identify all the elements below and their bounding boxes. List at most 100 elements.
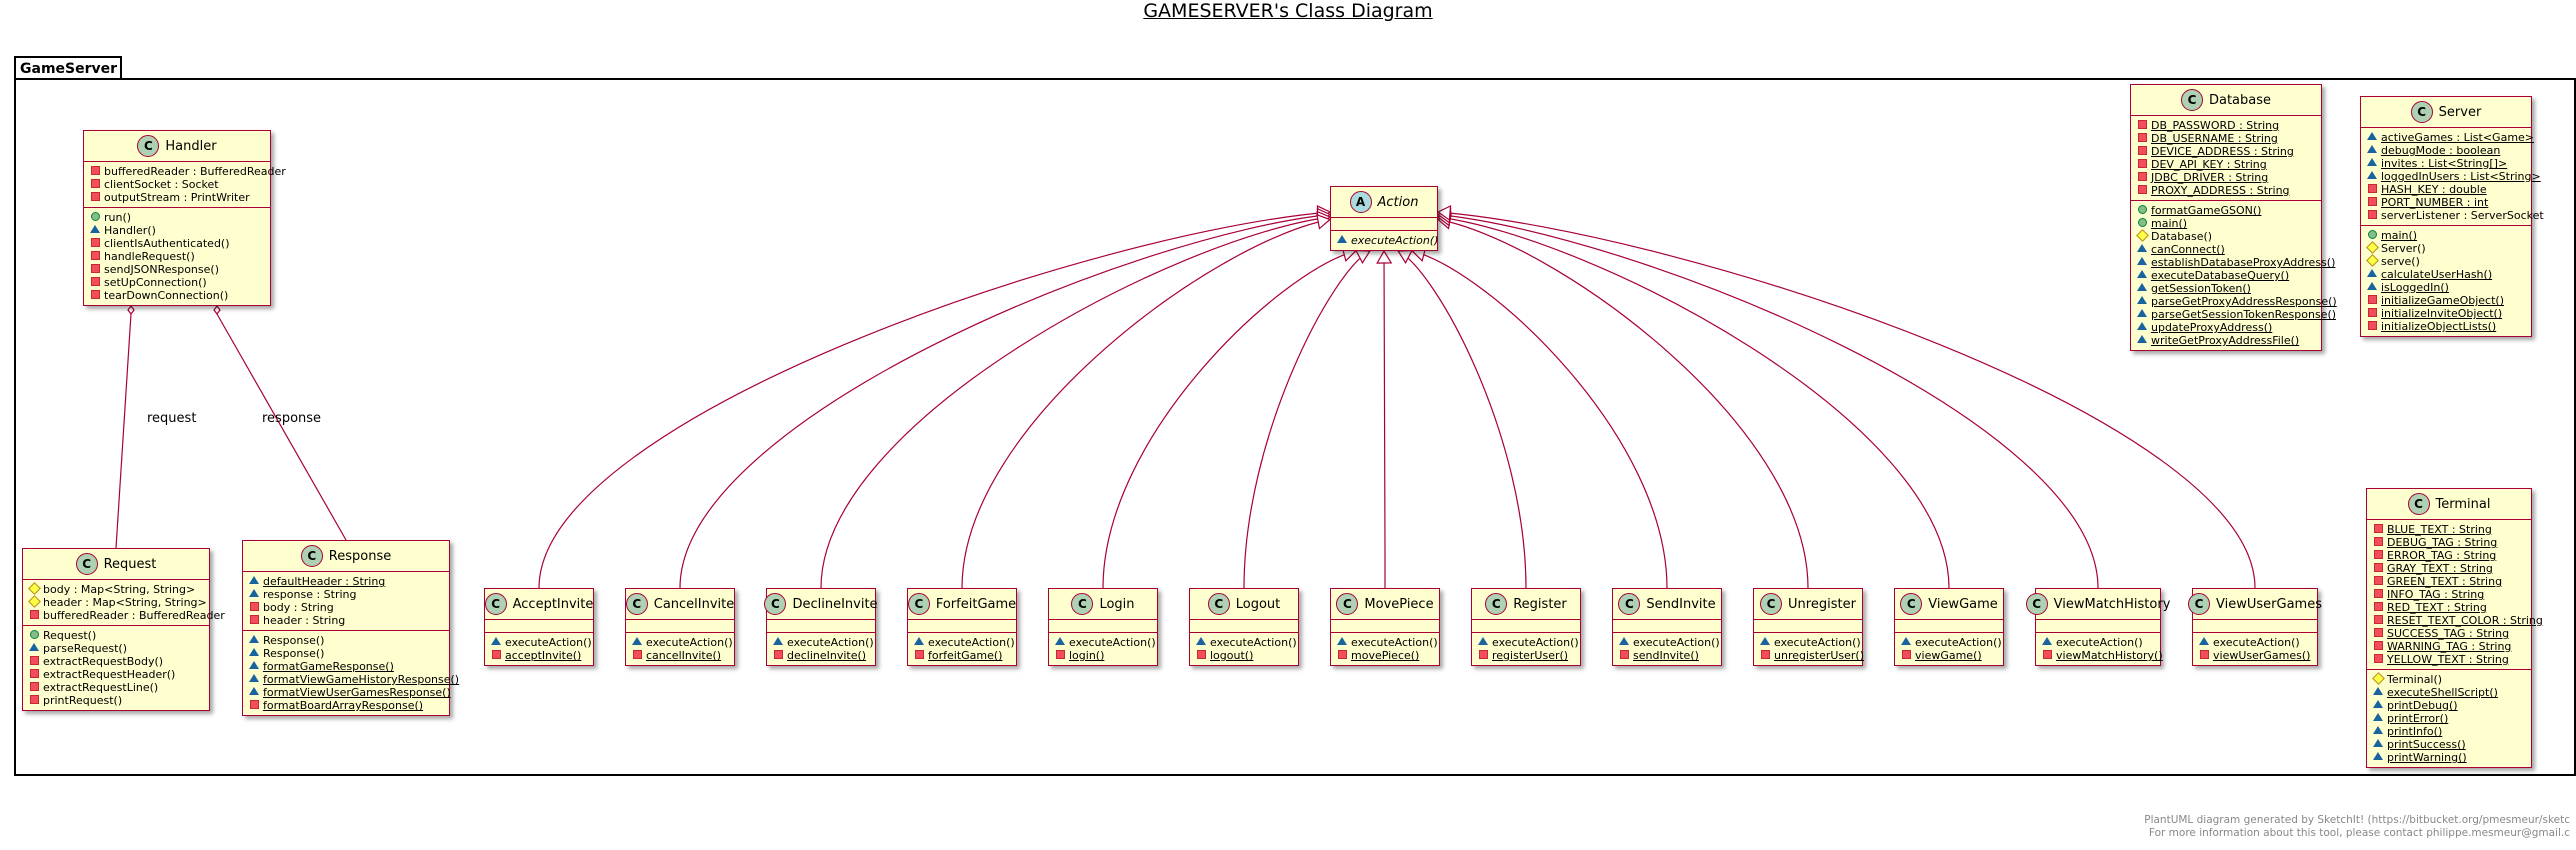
- class-name: SendInvite: [1646, 596, 1716, 612]
- private-visibility-icon: [2366, 184, 2378, 196]
- package-visibility-icon: [490, 637, 502, 648]
- package-visibility-icon: [248, 576, 260, 587]
- method-text: isLoggedIn(): [2381, 281, 2449, 294]
- method-text: executeDatabaseQuery(): [2151, 269, 2290, 282]
- method-row: executeDatabaseQuery(): [2136, 269, 2316, 282]
- field-text: activeGames : List<Game>: [2381, 131, 2535, 144]
- field-text: BLUE_TEXT : String: [2387, 523, 2492, 536]
- method-row: Response(): [248, 634, 444, 647]
- package-visibility-icon: [2136, 257, 2148, 268]
- package-visibility-icon: [2372, 687, 2384, 698]
- package-visibility-icon: [2136, 296, 2148, 307]
- private-visibility-icon: [2198, 650, 2210, 662]
- method-row: Terminal(): [2372, 673, 2526, 686]
- method-row: extractRequestLine(): [28, 681, 204, 694]
- method-text: Database(): [2151, 230, 2213, 243]
- field-text: DEBUG_TAG : String: [2387, 536, 2498, 549]
- inheritance-arrowhead: [1376, 249, 1393, 264]
- method-text: main(): [2151, 217, 2188, 230]
- field-row: header : Map<String, String>: [28, 596, 207, 609]
- inheritance-line: [1383, 250, 1386, 589]
- field-row: defaultHeader : String: [248, 575, 444, 588]
- package-visibility-icon: [1618, 637, 1630, 648]
- private-visibility-icon: [28, 669, 40, 681]
- field-text: response : String: [263, 588, 357, 601]
- method-row: forfeitGame(): [913, 649, 1011, 662]
- methods-section: executeAction()cancelInvite(): [626, 633, 734, 665]
- method-row: isLoggedIn(): [2366, 281, 2526, 294]
- package-visibility-icon: [913, 637, 925, 648]
- fields-section: [1331, 620, 1439, 633]
- fields-section: [1754, 620, 1862, 633]
- method-row: formatBoardArrayResponse(): [248, 699, 444, 712]
- class-icon: C: [2025, 593, 2048, 615]
- method-text: printInfo(): [2387, 725, 2443, 738]
- fields-section: [1472, 620, 1580, 633]
- method-row: serve(): [2366, 255, 2526, 268]
- private-visibility-icon: [2372, 563, 2384, 575]
- method-row: movePiece(): [1336, 649, 1434, 662]
- package-visibility-icon: [248, 635, 260, 646]
- package-visibility-icon: [2198, 637, 2210, 648]
- private-visibility-icon: [89, 251, 101, 263]
- method-text: Terminal(): [2387, 673, 2443, 686]
- class-icon: C: [137, 135, 160, 157]
- method-text: viewMatchHistory(): [2056, 649, 2163, 662]
- private-visibility-icon: [1618, 650, 1630, 662]
- method-text: forfeitGame(): [928, 649, 1003, 662]
- field-text: serverListener : ServerSocket: [2381, 209, 2544, 222]
- inheritance-arrowhead: [1436, 205, 1452, 222]
- field-row: SUCCESS_TAG : String: [2372, 627, 2526, 640]
- methods-section: executeAction()viewMatchHistory(): [2036, 633, 2163, 665]
- methods-section: executeAction()sendInvite(): [1613, 633, 1721, 665]
- private-visibility-icon: [2136, 159, 2148, 171]
- private-visibility-icon: [913, 650, 925, 662]
- field-row: activeGames : List<Game>: [2366, 131, 2534, 144]
- private-visibility-icon: [1477, 650, 1489, 662]
- package-visibility-icon: [2136, 309, 2148, 320]
- field-text: GREEN_TEXT : String: [2387, 575, 2503, 588]
- field-row: DB_USERNAME : String: [2136, 132, 2316, 145]
- package-tab: GameServer: [14, 56, 122, 78]
- field-row: BLUE_TEXT : String: [2372, 523, 2526, 536]
- package-visibility-icon: [2366, 158, 2378, 169]
- class-name: Request: [103, 556, 157, 572]
- method-row: printDebug(): [2372, 699, 2526, 712]
- package-visibility-icon: [2366, 171, 2378, 182]
- method-text: formatViewGameHistoryResponse(): [263, 673, 460, 686]
- method-row: printWarning(): [2372, 751, 2526, 764]
- method-row: viewUserGames(): [2198, 649, 2312, 662]
- class-name: ForfeitGame: [935, 596, 1017, 612]
- private-visibility-icon: [1900, 650, 1912, 662]
- package-visibility-icon: [89, 225, 101, 236]
- method-row: executeAction(): [772, 636, 874, 649]
- field-row: body : Map<String, String>: [28, 583, 204, 596]
- method-text: executeAction(): [1492, 636, 1579, 649]
- fields-section: [1331, 218, 1437, 231]
